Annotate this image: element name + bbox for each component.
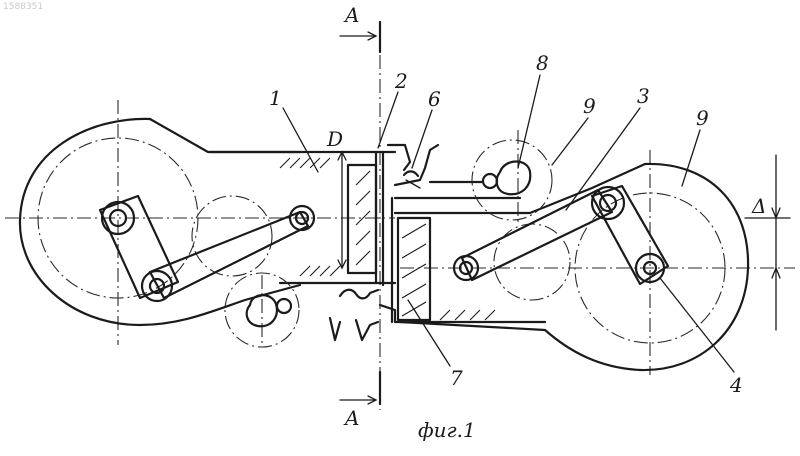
figure-caption: фиг.1	[418, 418, 476, 442]
label-part-7: 7	[450, 366, 463, 390]
label-part-9-housing: 9	[696, 106, 709, 130]
left-crank-housing	[20, 119, 300, 325]
label-offset-delta: Δ	[751, 194, 766, 218]
label-part-4: 4	[729, 373, 743, 397]
right-crank-housing	[400, 164, 748, 370]
right-cylinder	[395, 198, 545, 322]
label-part-3: 3	[637, 84, 650, 108]
section-label-bottom: A	[343, 406, 359, 430]
combustion-chamber	[330, 145, 438, 340]
label-diameter-d: D	[326, 127, 343, 151]
section-label-top: A	[343, 3, 359, 27]
section-marker-bottom: A	[340, 372, 380, 430]
label-part-1: 1	[269, 86, 282, 110]
label-part-6: 6	[428, 87, 441, 111]
left-crank-mechanism	[100, 196, 314, 301]
part-labels: 1 2 3 4 6 7 8 9 9 D Δ	[269, 51, 766, 397]
label-part-9-cam: 9	[583, 94, 596, 118]
offset-dimension	[745, 155, 790, 330]
label-part-8: 8	[536, 51, 549, 75]
watermark-number: 1588351	[3, 2, 43, 12]
cam-upper	[430, 140, 552, 220]
label-part-2: 2	[394, 69, 408, 93]
section-marker-top: A	[340, 3, 380, 52]
